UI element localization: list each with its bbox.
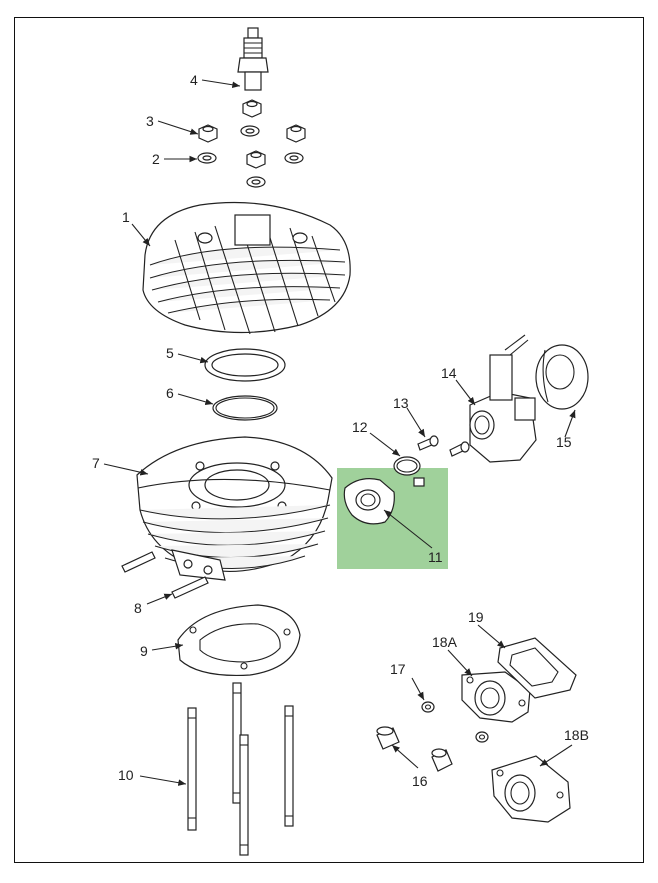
screw[interactable] (417, 435, 439, 451)
washer[interactable] (240, 125, 260, 137)
spark-plug[interactable] (237, 27, 269, 91)
callout-2: 2 (152, 151, 160, 167)
callout-5: 5 (166, 345, 174, 361)
sleeve-nut[interactable] (431, 748, 453, 772)
callout-11: 11 (428, 549, 443, 565)
nut[interactable] (242, 99, 262, 118)
flange-gasket-19[interactable] (497, 637, 577, 699)
screw[interactable] (449, 441, 470, 457)
intake-flange[interactable] (343, 478, 395, 525)
callout-15: 15 (556, 434, 572, 450)
callout-16: 16 (412, 773, 428, 789)
long-stud[interactable] (239, 734, 249, 856)
nut[interactable] (286, 124, 306, 143)
callout-14: 14 (441, 365, 457, 381)
carburetor[interactable] (469, 334, 537, 463)
stud[interactable] (171, 576, 209, 599)
nut[interactable] (246, 150, 266, 169)
callout-18b: 18B (564, 727, 589, 743)
callout-18a: 18A (432, 634, 458, 650)
washer[interactable] (246, 176, 266, 188)
small-washer[interactable] (475, 731, 489, 743)
base-gasket[interactable] (177, 604, 301, 677)
callout-17: 17 (390, 661, 406, 677)
head-gasket[interactable] (204, 348, 286, 382)
callout-1: 1 (122, 209, 130, 225)
callout-9: 9 (140, 643, 148, 659)
callout-8: 8 (134, 600, 142, 616)
intake-manifold-18a[interactable] (461, 671, 531, 723)
long-stud[interactable] (284, 705, 294, 827)
air-filter-ring[interactable] (535, 344, 589, 410)
washer[interactable] (197, 152, 217, 164)
sleeve-nut[interactable] (376, 726, 400, 750)
callout-7: 7 (92, 455, 100, 471)
nut[interactable] (198, 124, 218, 143)
cylinder[interactable] (136, 436, 333, 581)
cylinder-head[interactable] (142, 201, 351, 335)
stud[interactable] (121, 551, 156, 573)
washer[interactable] (284, 152, 304, 164)
long-stud[interactable] (187, 707, 197, 831)
intake-manifold-18b[interactable] (491, 755, 571, 823)
callout-13: 13 (393, 395, 409, 411)
callout-3: 3 (146, 113, 154, 129)
hose-clamp[interactable] (393, 456, 425, 487)
callout-19: 19 (468, 609, 484, 625)
small-washer[interactable] (421, 701, 435, 713)
callout-12: 12 (352, 419, 368, 435)
callout-4: 4 (190, 72, 198, 88)
o-ring[interactable] (212, 395, 278, 421)
callout-10: 10 (118, 767, 134, 783)
callout-6: 6 (166, 385, 174, 401)
diagram-frame (14, 17, 644, 863)
